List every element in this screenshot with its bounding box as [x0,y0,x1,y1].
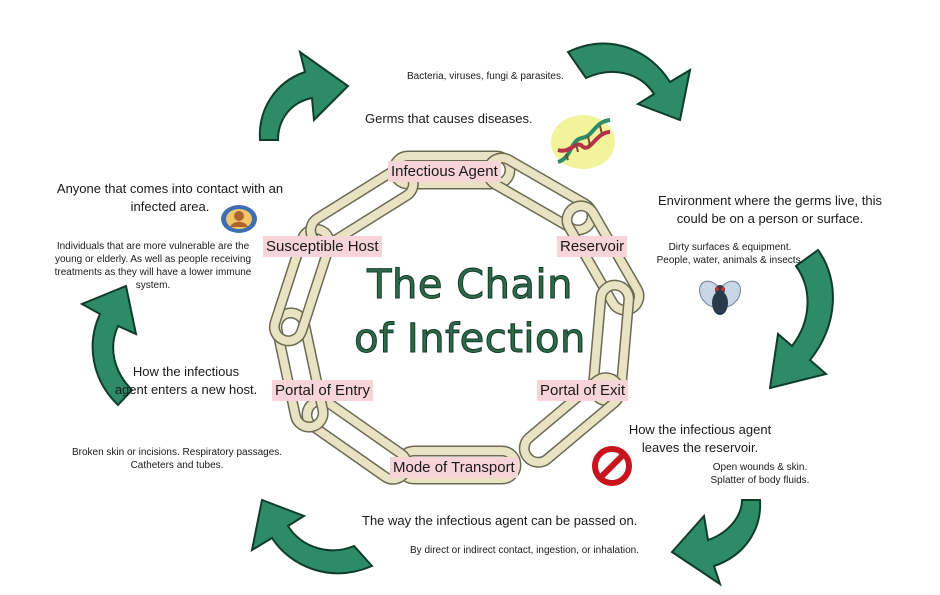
susceptible-host-example-line-2: young or elderly. As well as people rece… [54,254,252,265]
portal-of-exit-example-line-1: Open wounds & skin. [712,462,808,473]
label-portal-of-exit: Portal of Exit [537,380,629,401]
portal-of-entry-example-line-2: Catheters and tubes. [130,460,224,471]
infectious-agent-example: Bacteria, viruses, fungi & parasites. [407,71,564,82]
person-icon [221,205,257,233]
susceptible-host-description: Anyone that comes into contact with an i… [40,180,300,216]
mode-of-transport-description: The way the infectious agent can be pass… [362,513,638,528]
mode-of-transport-example: By direct or indirect contact, ingestion… [410,545,640,556]
portal-of-exit-example-line-2: Splatter of body fluids. [710,475,810,486]
portal-of-entry-example-line-1: Broken skin or incisions. Respiratory pa… [71,447,283,458]
label-susceptible-host: Susceptible Host [263,236,382,257]
fly-icon [699,280,741,315]
dna-icon [551,115,615,169]
susceptible-host-example: Individuals that are more vulnerable are… [38,240,268,292]
title-line-2: of Infection [354,316,586,363]
susceptible-host-description-line-1: Anyone that comes into contact with an [56,181,284,196]
infectious-agent-description: Germs that causes diseases. [365,111,533,126]
no-sign-icon [592,446,632,486]
portal-of-entry-description: How the infectious agent enters a new ho… [106,363,266,399]
portal-of-entry-description-line-2: agent enters a new host. [114,382,258,397]
label-reservoir: Reservoir [557,236,628,257]
label-mode-of-transport: Mode of Transport [390,457,518,478]
reservoir-example: Dirty surfaces & equipment. People, wate… [640,241,820,267]
cycle-arrow-icon [79,42,834,587]
label-infectious-agent: Infectious Agent [388,161,501,182]
portal-of-entry-example: Broken skin or incisions. Respiratory pa… [62,446,292,472]
reservoir-example-line-2: People, water, animals & insects. [656,255,804,266]
label-portal-of-entry: Portal of Entry [272,380,374,401]
diagram-title: The Chain of Infection [330,258,610,366]
portal-of-exit-description-line-2: leaves the reservoir. [641,440,759,455]
susceptible-host-example-line-3: treatments as they will have a lower imm… [54,267,252,278]
reservoir-description-line-1: Environment where the germs live, this [658,193,882,208]
reservoir-description-line-2: could be on a person or surface. [676,211,864,226]
susceptible-host-example-line-4: system. [135,280,171,291]
reservoir-example-line-1: Dirty surfaces & equipment. [668,242,792,253]
portal-of-exit-description-line-1: How the infectious agent [628,422,772,437]
title-line-1: The Chain [367,262,573,309]
portal-of-exit-description: How the infectious agent leaves the rese… [615,421,785,457]
portal-of-exit-example: Open wounds & skin. Splatter of body flu… [700,461,820,487]
susceptible-host-description-line-2: infected area. [130,199,210,214]
reservoir-description: Environment where the germs live, this c… [620,192,920,228]
susceptible-host-example-line-1: Individuals that are more vulnerable are… [56,241,250,252]
portal-of-entry-description-line-1: How the infectious [132,364,240,379]
